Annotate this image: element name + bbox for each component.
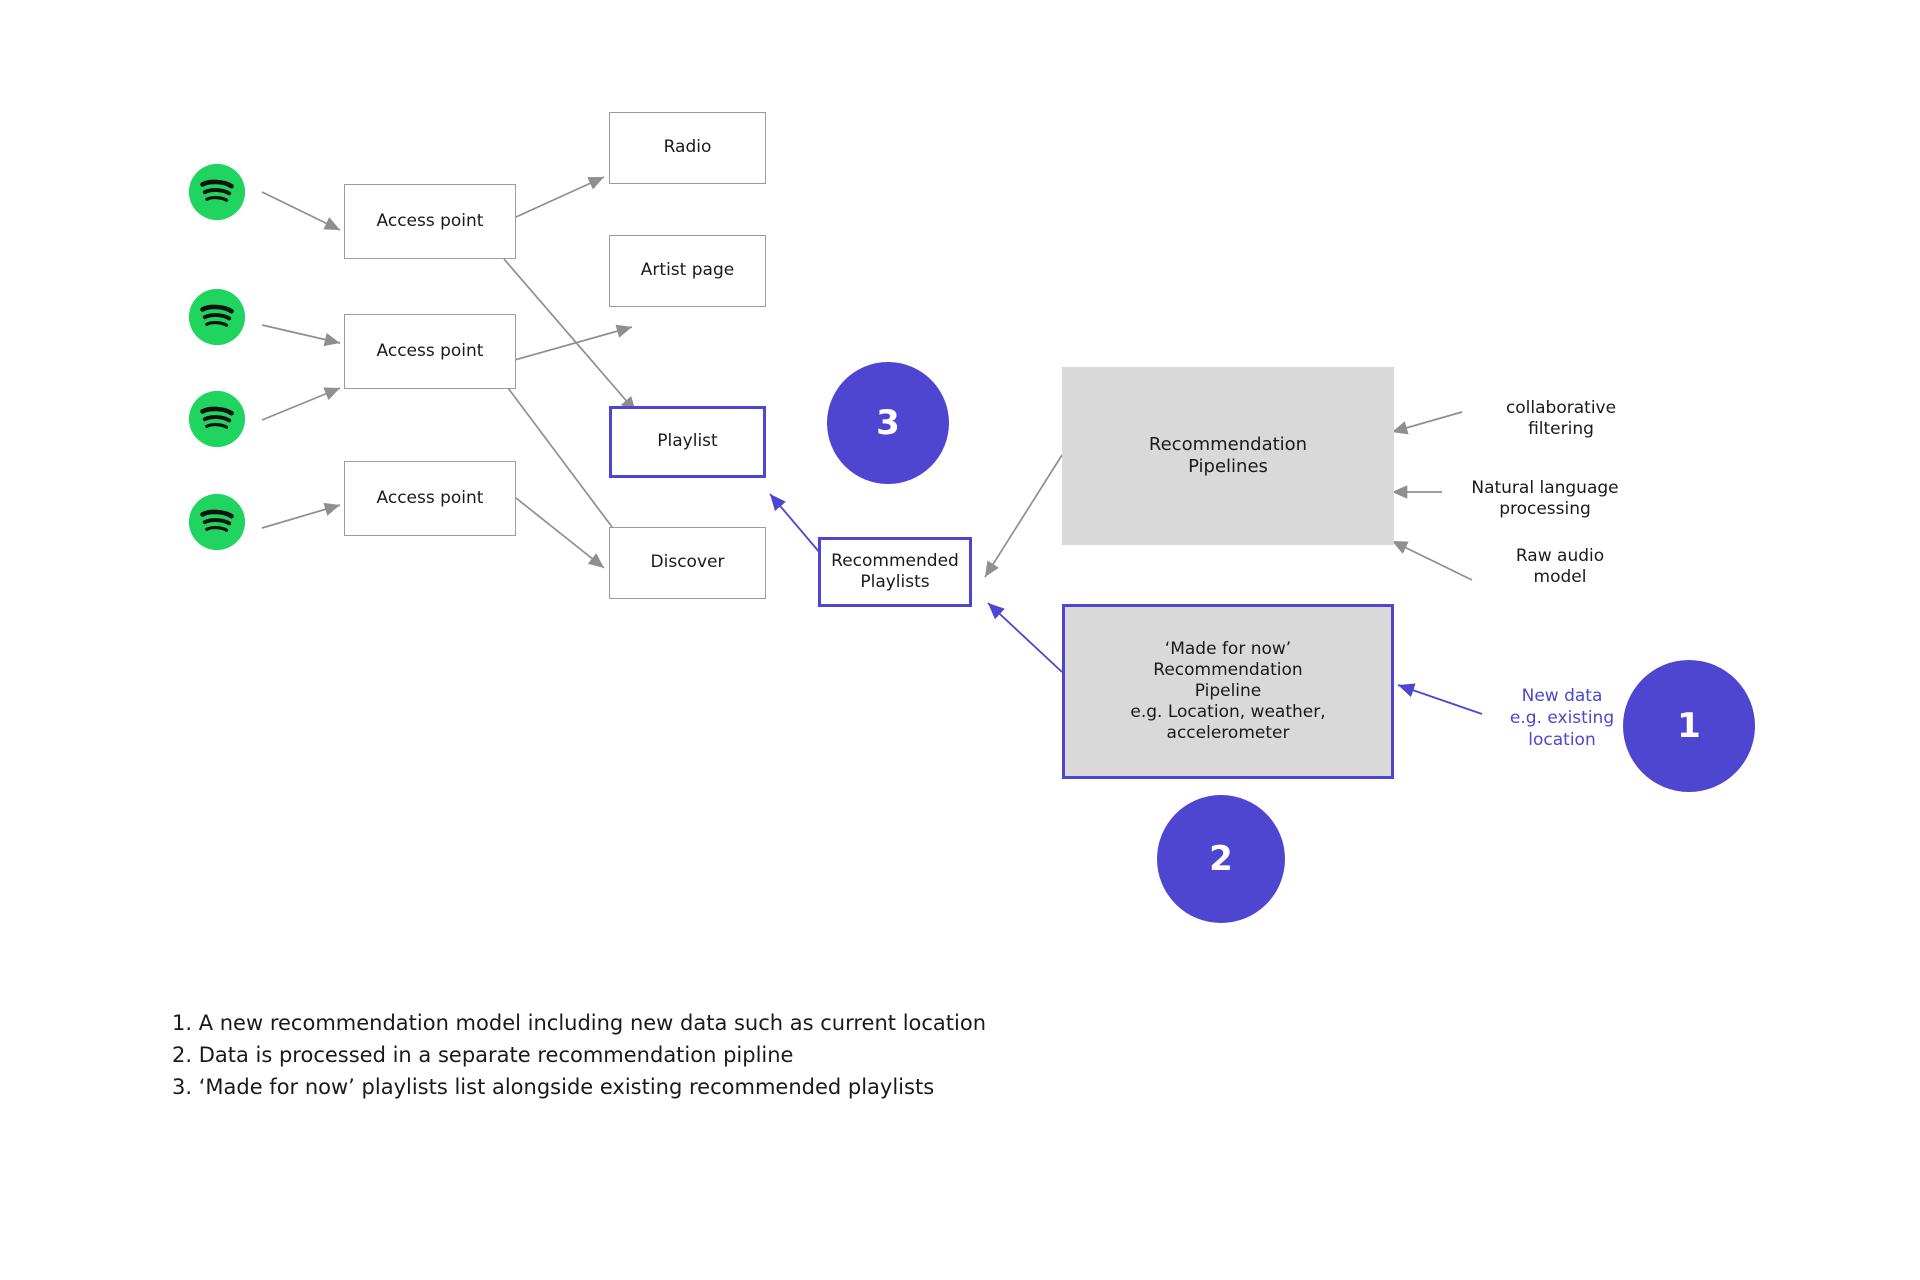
surface-node-playlist[interactable]: Playlist bbox=[609, 406, 766, 478]
surface-label: Discover bbox=[650, 552, 725, 573]
surface-label: Radio bbox=[663, 137, 712, 158]
pipeline-input-line1: Natural language bbox=[1471, 478, 1619, 498]
made-for-now-pipeline-node[interactable]: ‘Made for now’ Recommendation Pipeline e… bbox=[1062, 604, 1394, 779]
access-point-node-1[interactable]: Access point bbox=[344, 184, 516, 259]
access-point-label: Access point bbox=[376, 487, 484, 508]
access-point-node-2[interactable]: Access point bbox=[344, 314, 516, 389]
pipeline-input-line1: Raw audio bbox=[1515, 546, 1605, 566]
legend-item-1: 1. A new recommendation model including … bbox=[172, 1011, 987, 1035]
made-for-now-label-line3: Pipeline bbox=[1194, 680, 1262, 701]
made-for-now-label-line2: Recommendation bbox=[1153, 659, 1303, 680]
spotify-logo-icon bbox=[189, 494, 245, 550]
step-badge-label: 2 bbox=[1209, 839, 1233, 879]
new-data-line3: location bbox=[1528, 730, 1596, 751]
step-badge-2[interactable]: 2 bbox=[1157, 795, 1285, 923]
pipeline-input-line2: processing bbox=[1499, 499, 1591, 520]
access-point-label: Access point bbox=[376, 340, 484, 361]
recommended-playlists-label-line1: Recommended bbox=[831, 550, 959, 571]
spotify-logo-icon bbox=[189, 164, 245, 220]
step-badge-1[interactable]: 1 bbox=[1623, 660, 1755, 792]
step-badge-label: 1 bbox=[1677, 706, 1701, 746]
legend-item-2: 2. Data is processed in a separate recom… bbox=[172, 1042, 794, 1067]
recommendation-pipelines-label-line2: Pipelines bbox=[1188, 456, 1268, 477]
spotify-logo-icon bbox=[189, 391, 245, 447]
recommended-playlists-node[interactable]: Recommended Playlists bbox=[818, 537, 972, 607]
pipeline-input-natural-language-processing: Natural language processing bbox=[1440, 478, 1650, 521]
surface-label: Playlist bbox=[657, 431, 718, 452]
recommended-playlists-label-line2: Playlists bbox=[860, 572, 930, 592]
access-point-label: Access point bbox=[376, 210, 484, 231]
new-data-line1: New data bbox=[1521, 686, 1603, 706]
pipeline-input-line2: filtering bbox=[1528, 419, 1594, 440]
step-badge-3[interactable]: 3 bbox=[827, 362, 949, 484]
recommendation-pipelines-label-line1: Recommendation bbox=[1148, 433, 1308, 455]
surface-label: Artist page bbox=[640, 260, 735, 281]
pipeline-input-raw-audio-model: Raw audio model bbox=[1470, 546, 1650, 589]
surface-node-radio[interactable]: Radio bbox=[609, 112, 766, 184]
made-for-now-label-line1: ‘Made for now’ bbox=[1164, 638, 1292, 659]
legend-item-3: 3. ‘Made for now’ playlists list alongsi… bbox=[172, 1074, 935, 1099]
legend: 1. A new recommendation model including … bbox=[172, 1008, 986, 1104]
access-point-node-3[interactable]: Access point bbox=[344, 461, 516, 536]
surface-node-artist-page[interactable]: Artist page bbox=[609, 235, 766, 307]
new-data-annotation: New data e.g. existing location bbox=[1487, 685, 1637, 751]
pipeline-input-collaborative-filtering: collaborative filtering bbox=[1466, 398, 1656, 441]
pipeline-input-line2: model bbox=[1533, 567, 1587, 588]
step-badge-label: 3 bbox=[876, 403, 900, 443]
made-for-now-label-line5: accelerometer bbox=[1166, 723, 1290, 744]
pipeline-input-line1: collaborative bbox=[1505, 398, 1617, 418]
spotify-logo-icon bbox=[189, 289, 245, 345]
made-for-now-label-line4: e.g. Location, weather, bbox=[1130, 702, 1326, 723]
new-data-line2: e.g. existing bbox=[1509, 708, 1615, 729]
surface-node-discover[interactable]: Discover bbox=[609, 527, 766, 599]
recommendation-pipelines-node[interactable]: Recommendation Pipelines bbox=[1062, 367, 1394, 545]
